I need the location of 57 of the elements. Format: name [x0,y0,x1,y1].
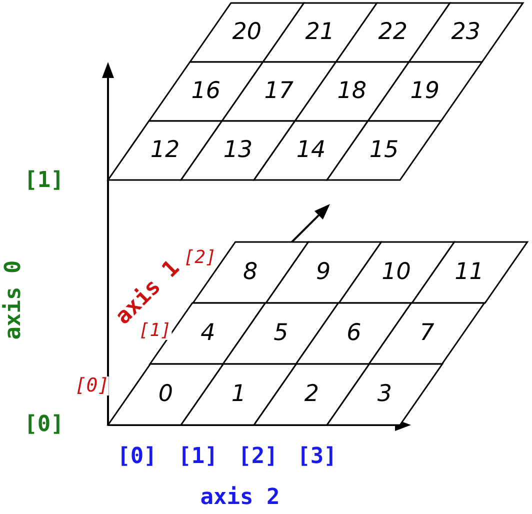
grid-cell [412,242,527,303]
cell-number: 17 [264,80,294,103]
grid-cell [181,121,295,180]
grid-cell [254,121,368,180]
cell-number: 23 [451,21,480,44]
axis-label: axis 0 [3,260,25,340]
grid-cell [408,3,523,62]
cell-number: 10 [382,261,411,284]
grid-cell [368,62,482,121]
index-label: [1] [178,446,218,468]
cell-number: 13 [223,139,253,162]
cell-number: 19 [410,80,440,103]
grid-cell [254,364,370,425]
grid-cell [190,3,304,62]
axis-label: axis 2 [200,487,280,509]
index-label: [1] [138,322,172,340]
grid-cell [327,121,441,180]
grid-cell [148,62,263,121]
cell-number: 16 [191,80,221,103]
grid-cell [108,364,224,425]
cell-number: 9 [316,261,331,284]
grid-cell [222,62,336,121]
cell-number: 8 [243,261,258,284]
index-label: [1] [24,170,64,192]
index-label: [0] [117,446,157,468]
grid-cell [181,364,296,425]
grid-cell [369,303,485,364]
grid-cell [266,242,381,303]
grid-cell [262,3,377,62]
grid-cell [327,364,442,425]
index-label: [2] [238,446,278,468]
cell-number: 20 [232,21,262,44]
cell-number: 4 [200,322,216,345]
cell-number: 15 [369,139,399,162]
cell-number: 12 [150,139,180,162]
grid-cell [294,62,409,121]
index-label: [0] [24,414,64,436]
index-label: [3] [297,446,337,468]
grid-cell [338,242,454,303]
cell-number: 1 [231,383,246,406]
cell-number: 6 [346,322,362,345]
cell-number: 7 [420,322,434,345]
cell-number: 21 [305,21,334,44]
cell-number: 11 [454,261,484,284]
grid-cell [296,303,412,364]
grid-cell [223,303,339,364]
grid-cell [108,121,222,180]
cell-number: 14 [296,139,326,162]
grid-cell [336,3,450,62]
index-label: [2] [184,249,216,267]
cell-number: 5 [274,322,288,345]
cell-number: 0 [158,383,173,406]
index-label: [0] [74,376,110,396]
cell-number: 22 [378,21,408,44]
cell-number: 18 [337,80,367,103]
cell-number: 2 [304,383,319,406]
cell-number: 3 [377,383,392,406]
